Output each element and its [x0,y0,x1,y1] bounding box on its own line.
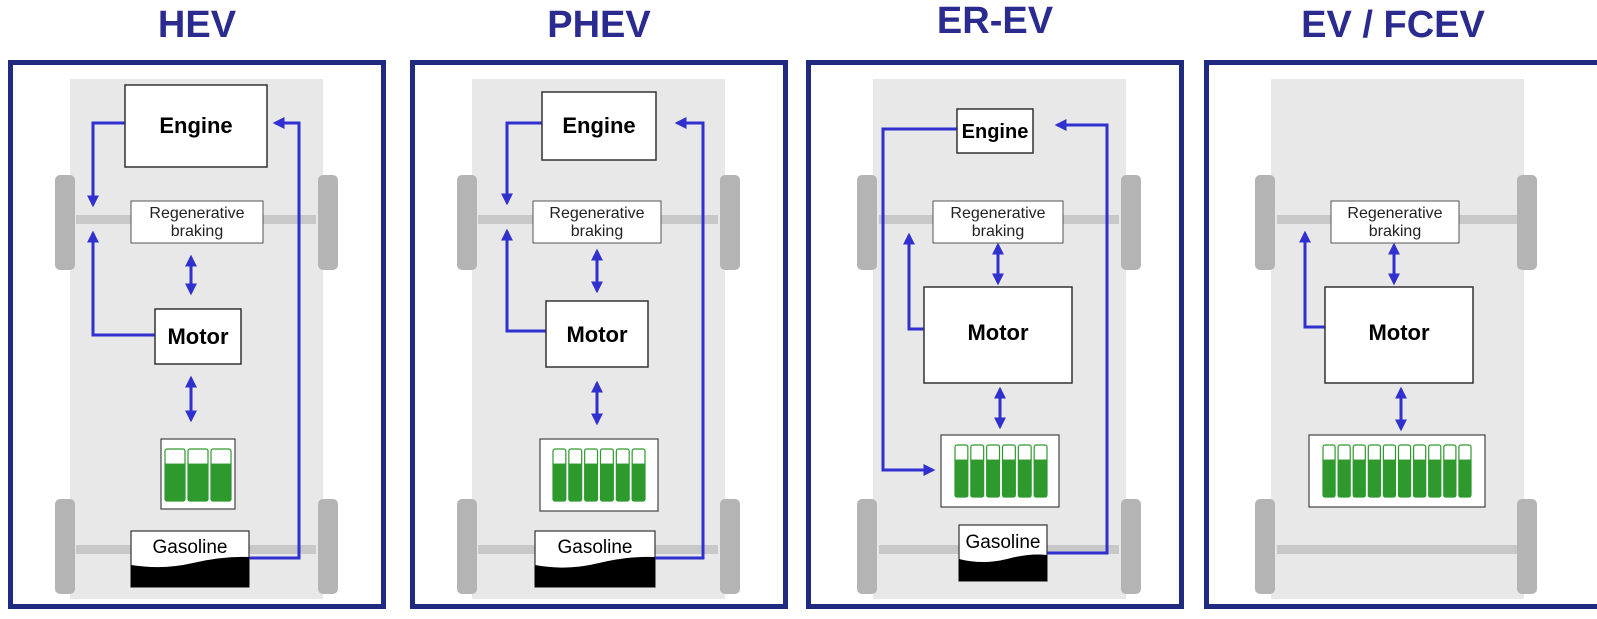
diagram-frame: Engine Regenerative braking Motor Gasoli… [410,60,788,609]
motor-label: Motor [167,324,229,349]
battery-cell-charge [1018,459,1032,497]
gasoline-tank: Gasoline [958,524,1048,582]
battery-cell-charge [1034,459,1047,497]
wheel [1121,175,1141,270]
wheel [1517,175,1537,270]
battery-cell-charge [632,463,645,501]
battery-cell-charge [1443,459,1456,497]
flow-arrows [501,117,705,560]
battery-cell-charge [986,459,1000,497]
wheel [318,499,338,594]
engine-box: Engine [541,91,657,161]
wheel [857,499,877,594]
battery-cell-charge [553,463,566,501]
flow-arrows [1299,230,1407,432]
battery-cell-charge [1338,459,1351,497]
gasoline-tank: Gasoline [534,530,656,588]
panel-title: ER-EV [936,0,1054,42]
panel-ev-fcev: EV / FCEV Regenerative braking Motor [1204,0,1597,619]
battery-cell-charge [1413,459,1426,497]
regen-braking-box: Regenerative braking [130,200,264,244]
wheel [720,175,740,270]
regen-braking-box: Regenerative braking [532,200,662,244]
wheel [55,499,75,594]
diagram-frame: Engine Regenerative braking Motor Gasoli… [806,60,1184,609]
battery-cell-charge [1383,459,1396,497]
battery-cell-charge [568,463,582,501]
panel-phev: PHEV Engine Regenerative [410,0,788,619]
wheel [720,499,740,594]
battery-cell-charge [165,463,185,501]
flow-arrows [881,119,1109,555]
motor-box: Motor [545,300,649,368]
gasoline-label: Gasoline [153,537,228,558]
wheel [457,175,477,270]
wheel [1255,499,1275,594]
motor-box: Motor [923,286,1073,384]
wheel [1255,175,1275,270]
regen-braking-box: Regenerative braking [1330,200,1460,244]
battery-cell-charge [1323,459,1336,497]
engine-label: Engine [159,113,232,138]
battery-cell-charge [1458,459,1471,497]
battery-cell-charge [1368,459,1381,497]
motor-label: Motor [566,322,628,347]
engine-box: Engine [124,84,268,168]
battery-cell-charge [600,463,614,501]
regen-label-line2: braking [972,223,1024,240]
wheel [1517,499,1537,594]
battery-cell-charge [616,463,630,501]
battery-cell-charge [211,463,231,501]
engine-box: Engine [956,108,1034,154]
regen-label-line2: braking [171,223,223,240]
regen-label-line1: Regenerative [1347,205,1442,222]
regen-braking-box: Regenerative braking [932,200,1064,244]
battery [160,438,236,510]
battery-cell-charge [1353,459,1366,497]
motor-box: Motor [1324,286,1474,384]
battery [940,434,1060,508]
diagram-frame: Engine Regenerative braking Motor [8,60,386,609]
battery-cell-charge [970,459,984,497]
regen-label-line1: Regenerative [549,205,644,222]
panel-hev: HEV Engine [8,0,386,619]
motor-box: Motor [154,308,242,365]
motor-label: Motor [1368,320,1430,345]
wheel [857,175,877,270]
regen-label-line2: braking [1369,223,1421,240]
battery-cell-charge [1428,459,1441,497]
wheel [318,175,338,270]
panel-title: PHEV [547,4,651,46]
rear-axle [1277,545,1522,554]
battery-cell-charge [584,463,598,501]
gasoline-label: Gasoline [558,537,633,558]
motor-label: Motor [967,320,1029,345]
wheel [457,499,477,594]
battery-cell-charge [1398,459,1411,497]
gasoline-label: Gasoline [966,532,1041,553]
wheel [1121,499,1141,594]
panel-title: EV / FCEV [1301,4,1485,46]
battery-cell-charge [188,463,208,501]
battery [539,438,659,512]
battery-cell-charge [1002,459,1016,497]
wheel [55,175,75,270]
regen-label-line2: braking [571,223,623,240]
engine-label: Engine [562,113,635,138]
regen-label-line1: Regenerative [149,205,244,222]
battery-cell-charge [955,459,968,497]
engine-label: Engine [962,121,1029,143]
battery [1308,434,1486,508]
regen-label-line1: Regenerative [950,205,1045,222]
diagram-frame: Regenerative braking Motor [1204,60,1597,609]
panel-erev: ER-EV Engine Regenerative [806,0,1184,619]
flow-arrows [87,117,301,560]
gasoline-tank: Gasoline [130,530,250,588]
panel-title: HEV [157,4,237,46]
